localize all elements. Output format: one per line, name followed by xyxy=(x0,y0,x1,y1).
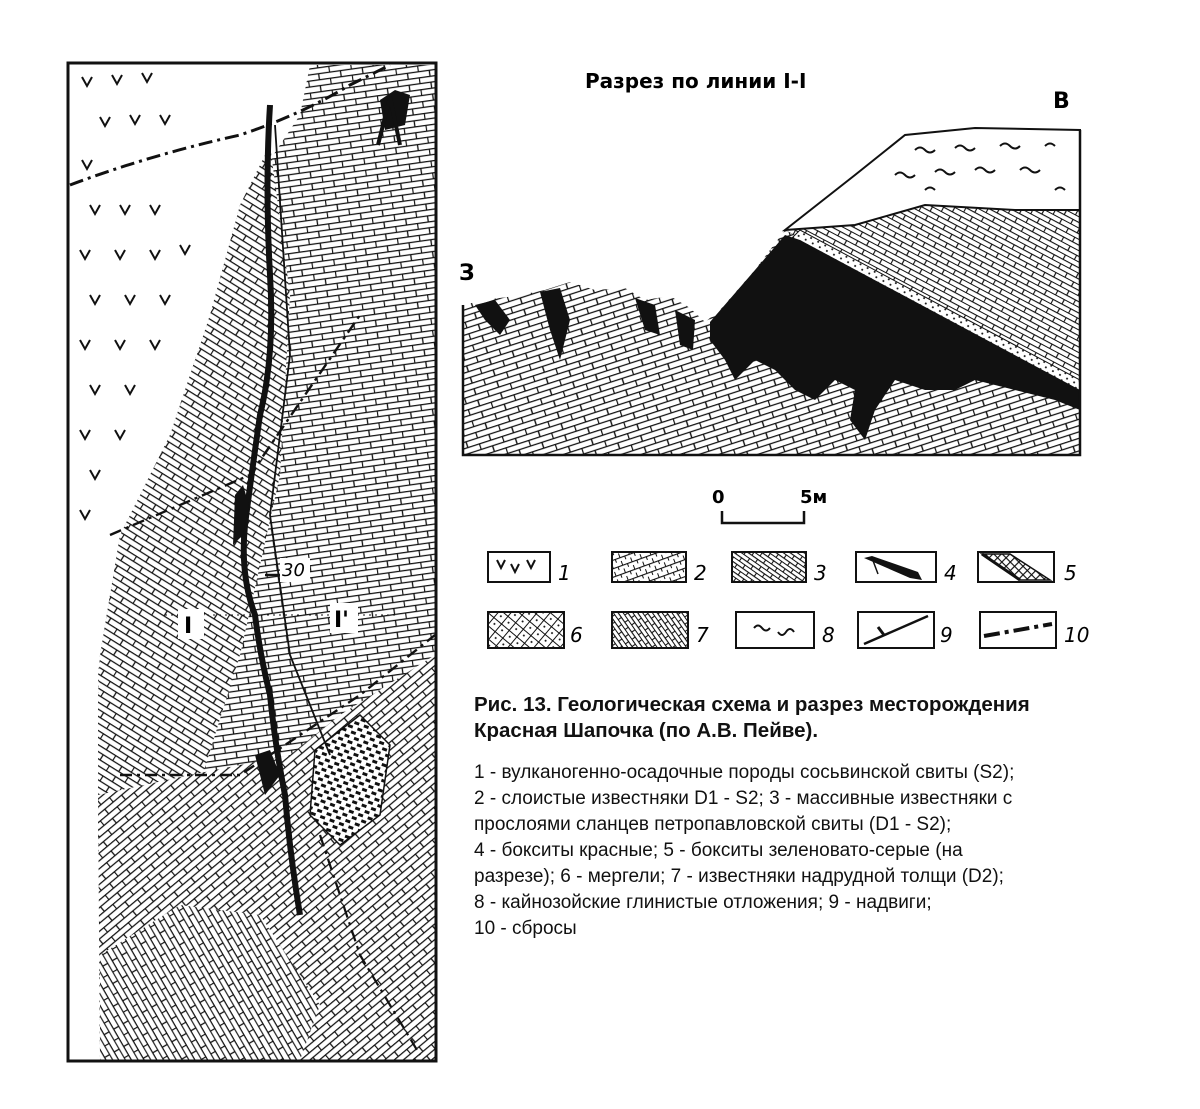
fault-line-southeast xyxy=(318,834,421,1056)
figure-caption: Рис. 13. Геологическая схема и разрез ме… xyxy=(474,692,1174,942)
legend-item-1-number: 1 xyxy=(558,561,571,585)
caption-title-line-1: Рис. 13. Геологическая схема и разрез ме… xyxy=(474,693,1030,716)
geological-map: I I' 30 xyxy=(60,55,450,1065)
limestone-block-southwest xyxy=(100,905,320,1060)
scale-bar: 0 5м xyxy=(700,485,830,535)
caption-line: разрезе); 6 - мергели; 7 - известняки на… xyxy=(474,866,1004,887)
layered-limestone-swatch xyxy=(611,551,687,583)
bauxite-lens-1 xyxy=(233,485,249,545)
section-bauxite-pocket-1 xyxy=(475,300,510,335)
section-east-label: В xyxy=(1053,89,1070,114)
red-bauxite-swatch xyxy=(864,556,922,580)
caption-line: 10 - сбросы xyxy=(474,918,577,939)
legend-item-3-number: 3 xyxy=(814,561,827,585)
legend-svg: 1 2 3 4 5 6 7 xyxy=(487,551,1089,649)
dip-label-bg xyxy=(280,558,310,582)
map-frame xyxy=(66,61,438,1063)
marl-swatch xyxy=(487,611,565,649)
massive-limestone-swatch xyxy=(731,551,807,583)
legend-item-6: 6 xyxy=(487,611,583,649)
legend-item-5-number: 5 xyxy=(1064,561,1077,585)
legend-item-10: 10 xyxy=(979,611,1089,649)
legend-item-7-number: 7 xyxy=(696,623,709,647)
scale-end: 5м xyxy=(800,487,827,508)
section-label-bg-left xyxy=(178,609,204,639)
cenozoic-clay-swatch xyxy=(735,611,815,649)
section-west-label: З xyxy=(459,261,475,286)
section-bauxite-pocket-4 xyxy=(675,310,695,350)
fault-line-south xyxy=(120,634,436,777)
section-label-bg-right xyxy=(330,603,358,633)
legend-item-3: 3 xyxy=(731,551,827,585)
cross-section-svg: Разрез по линии I-I З В xyxy=(459,69,1082,457)
fault-icon xyxy=(983,622,1053,638)
volcanic-marks xyxy=(79,72,191,522)
scale-bar-svg: 0 5м xyxy=(712,487,827,525)
volcanic-zone xyxy=(70,65,310,675)
bauxite-belt xyxy=(240,104,303,916)
legend-item-7: 7 xyxy=(611,611,709,649)
legend-item-5: 5 xyxy=(977,551,1077,585)
legend-item-8: 8 xyxy=(735,611,835,649)
caption-line: 8 - кайнозойские глинистые отложения; 9 … xyxy=(474,892,932,913)
legend-item-9: 9 xyxy=(857,611,953,649)
legend-item-2-number: 2 xyxy=(694,561,707,585)
scale-zero: 0 xyxy=(712,487,725,508)
section-bauxite-pocket-2 xyxy=(540,288,570,360)
section-endpoint-left: I xyxy=(184,614,192,639)
legend-item-4: 4 xyxy=(855,551,957,585)
legend-item-1: 1 xyxy=(487,551,571,585)
caption-line: 2 - слоистые известняки D1 - S2; 3 - мас… xyxy=(474,788,1013,809)
section-bauxite-pocket-3 xyxy=(635,298,660,335)
marl-block xyxy=(309,714,391,846)
caption-legend-text: 1 - вулканогенно-осадочные породы сосьви… xyxy=(474,760,1174,942)
caption-line: 4 - бокситы красные; 5 - бокситы зеленов… xyxy=(474,840,963,861)
volcanic-v-icon xyxy=(496,559,536,575)
legend-item-2: 2 xyxy=(611,551,707,585)
legend-item-4-number: 4 xyxy=(944,561,957,585)
section-title: Разрез по линии I-I xyxy=(585,69,806,93)
caption-line: 1 - вулканогенно-осадочные породы сосьви… xyxy=(474,762,1015,783)
legend: 1 2 3 4 5 6 7 xyxy=(480,540,1120,660)
limestone-block-west xyxy=(98,145,290,855)
legend-item-9-number: 9 xyxy=(940,623,953,647)
caption-title-line-2: Красная Шапочка (по А.В. Пейве). xyxy=(474,719,819,742)
bauxite-lens-3 xyxy=(255,750,280,795)
legend-item-6-number: 6 xyxy=(570,623,583,647)
cross-section: Разрез по линии I-I З В xyxy=(455,60,1095,480)
scale-line xyxy=(720,511,806,525)
caption-title: Рис. 13. Геологическая схема и разрез ме… xyxy=(474,692,1174,744)
overlying-limestone-swatch xyxy=(611,611,689,649)
legend-item-10-number: 10 xyxy=(1064,623,1089,647)
thrust-line xyxy=(269,124,331,756)
section-clay-marks xyxy=(894,142,1066,191)
dip-value: 30 xyxy=(282,560,305,581)
section-red-bauxite xyxy=(710,235,1080,440)
section-frame xyxy=(461,130,1082,457)
north-arrow-icon xyxy=(376,96,402,146)
legend-item-8-number: 8 xyxy=(822,623,835,647)
geological-map-svg: I I' 30 xyxy=(66,61,438,1063)
thrust-icon xyxy=(863,614,929,646)
caption-line: прослоями сланцев петропавловской свиты … xyxy=(474,814,952,835)
section-endpoint-right: I' xyxy=(334,608,349,633)
